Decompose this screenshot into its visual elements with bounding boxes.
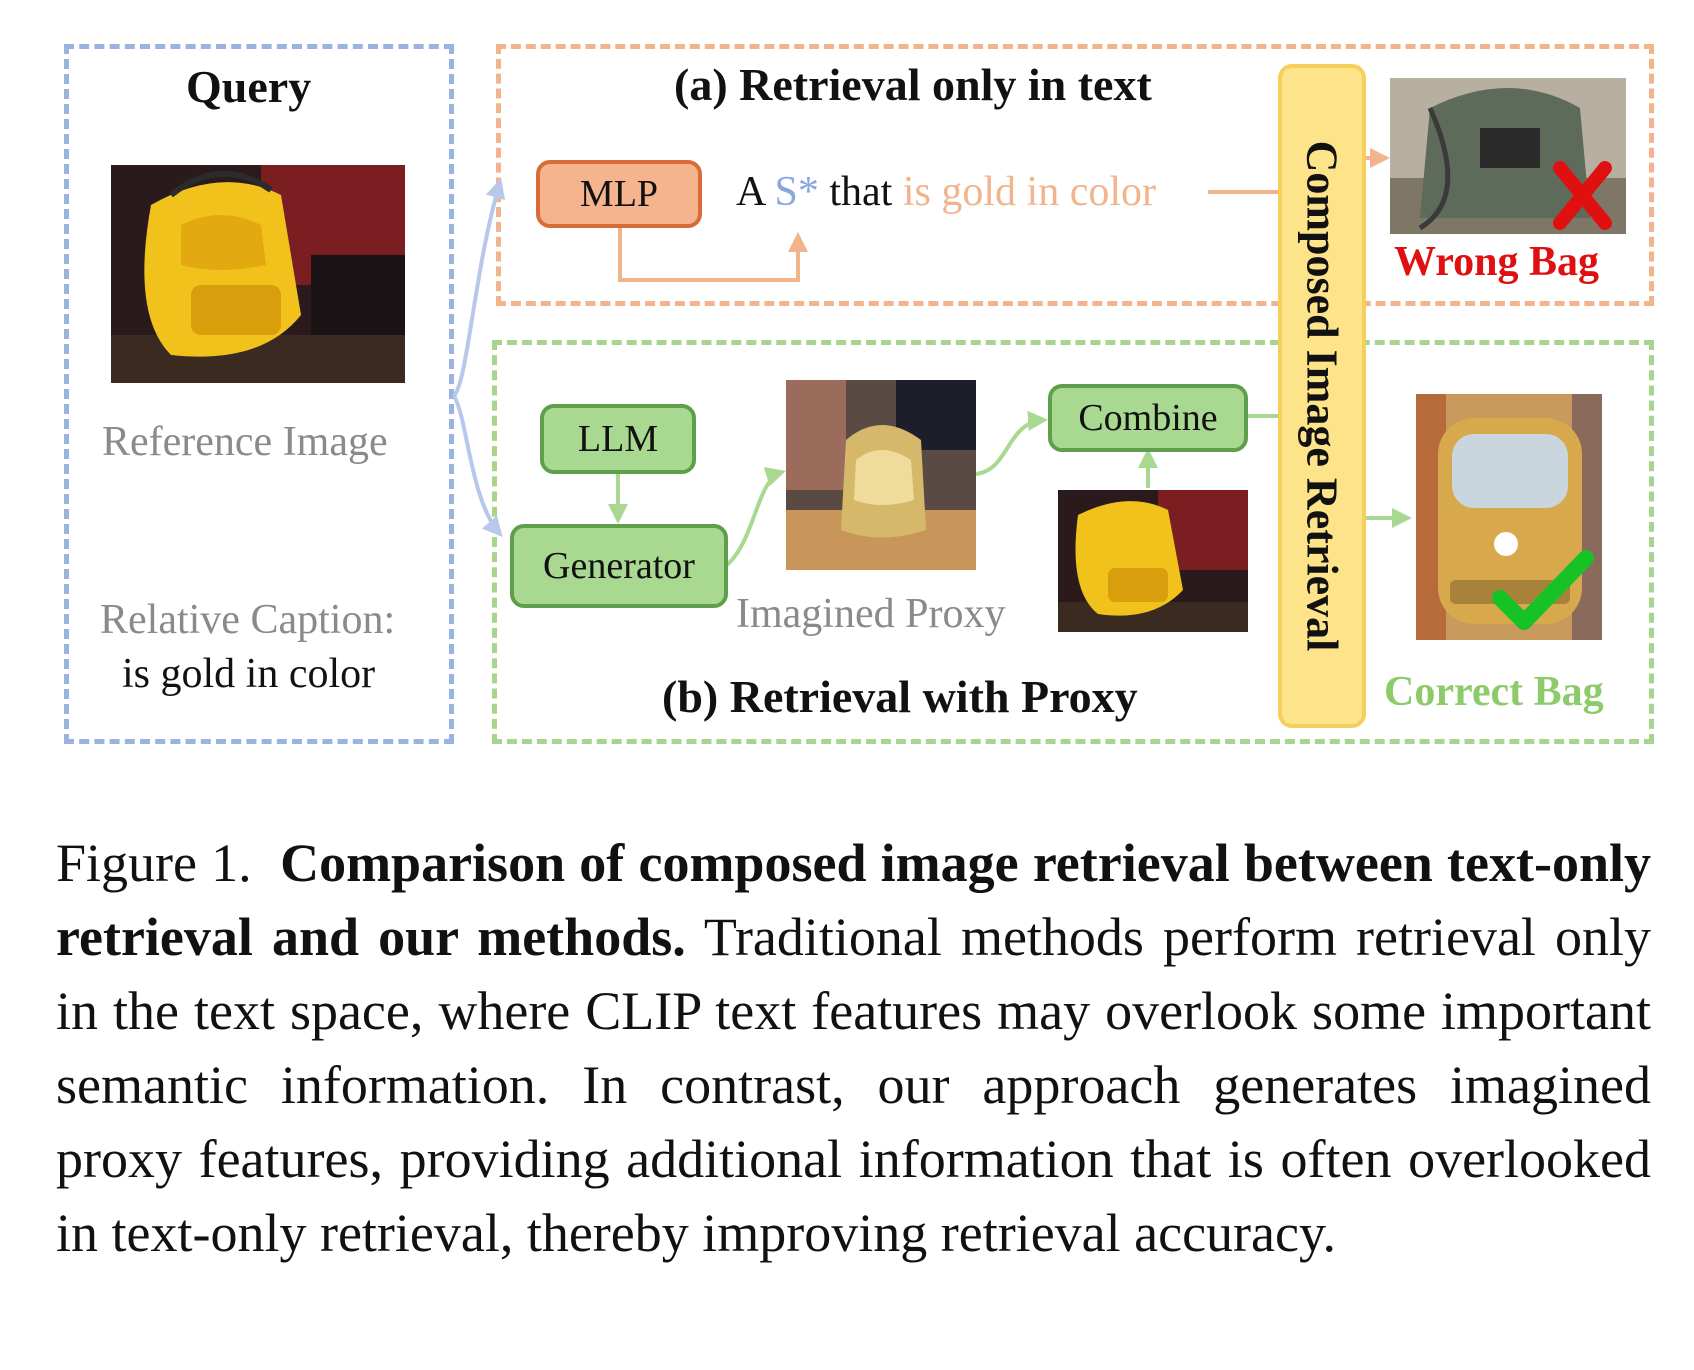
- connector-arrows: [452, 148, 1412, 568]
- proxy-retrieval-region: [492, 340, 1654, 744]
- reference-image-label: Reference Image: [102, 419, 388, 465]
- generator-node: Generator: [510, 524, 728, 608]
- cir-label: Composed Image Retrieval: [1297, 140, 1347, 652]
- correct-bag-image: [1416, 394, 1602, 640]
- token-s-star: S*: [774, 169, 819, 215]
- imagined-proxy-label: Imagined Proxy: [736, 591, 1006, 637]
- figure-label: Figure 1.: [56, 833, 252, 893]
- panel-b-title: (b) Retrieval with Proxy: [662, 671, 1138, 722]
- reference-image: [111, 165, 405, 383]
- mlp-label: MLP: [579, 173, 659, 215]
- text-prefix: A: [736, 169, 765, 215]
- reference-image-small: [1058, 490, 1248, 632]
- text-modifier: is gold in color: [902, 169, 1157, 215]
- wrong-bag-image: [1390, 78, 1626, 234]
- correct-bag-label: Correct Bag: [1384, 669, 1604, 715]
- panel-a-title: (a) Retrieval only in text: [674, 59, 1152, 110]
- caption-body: Traditional methods perform retrieval on…: [56, 907, 1651, 1263]
- llm-node: LLM: [540, 404, 696, 474]
- composed-image-retrieval-block: Composed Image Retrieval: [1278, 64, 1366, 728]
- text-that: that: [829, 169, 893, 215]
- figure-caption: Figure 1. Comparison of composed image r…: [56, 826, 1651, 1270]
- relative-caption-label: Relative Caption:: [100, 597, 396, 643]
- combine-node: Combine: [1048, 384, 1248, 452]
- combine-label: Combine: [1078, 397, 1218, 439]
- query-region: [64, 44, 454, 744]
- pseudo-token-text: A S* that is gold in color: [736, 168, 1156, 216]
- llm-label: LLM: [577, 418, 659, 460]
- text-retrieval-region: [496, 44, 1654, 306]
- imagined-proxy-image: [786, 380, 976, 570]
- generator-label: Generator: [543, 545, 695, 587]
- query-title: Query: [186, 61, 312, 112]
- mlp-node: MLP: [536, 160, 702, 228]
- caption-bold-title: Comparison of composed image retrieval b…: [56, 833, 1651, 967]
- wrong-bag-label: Wrong Bag: [1394, 239, 1599, 285]
- relative-caption-text: is gold in color: [122, 651, 376, 697]
